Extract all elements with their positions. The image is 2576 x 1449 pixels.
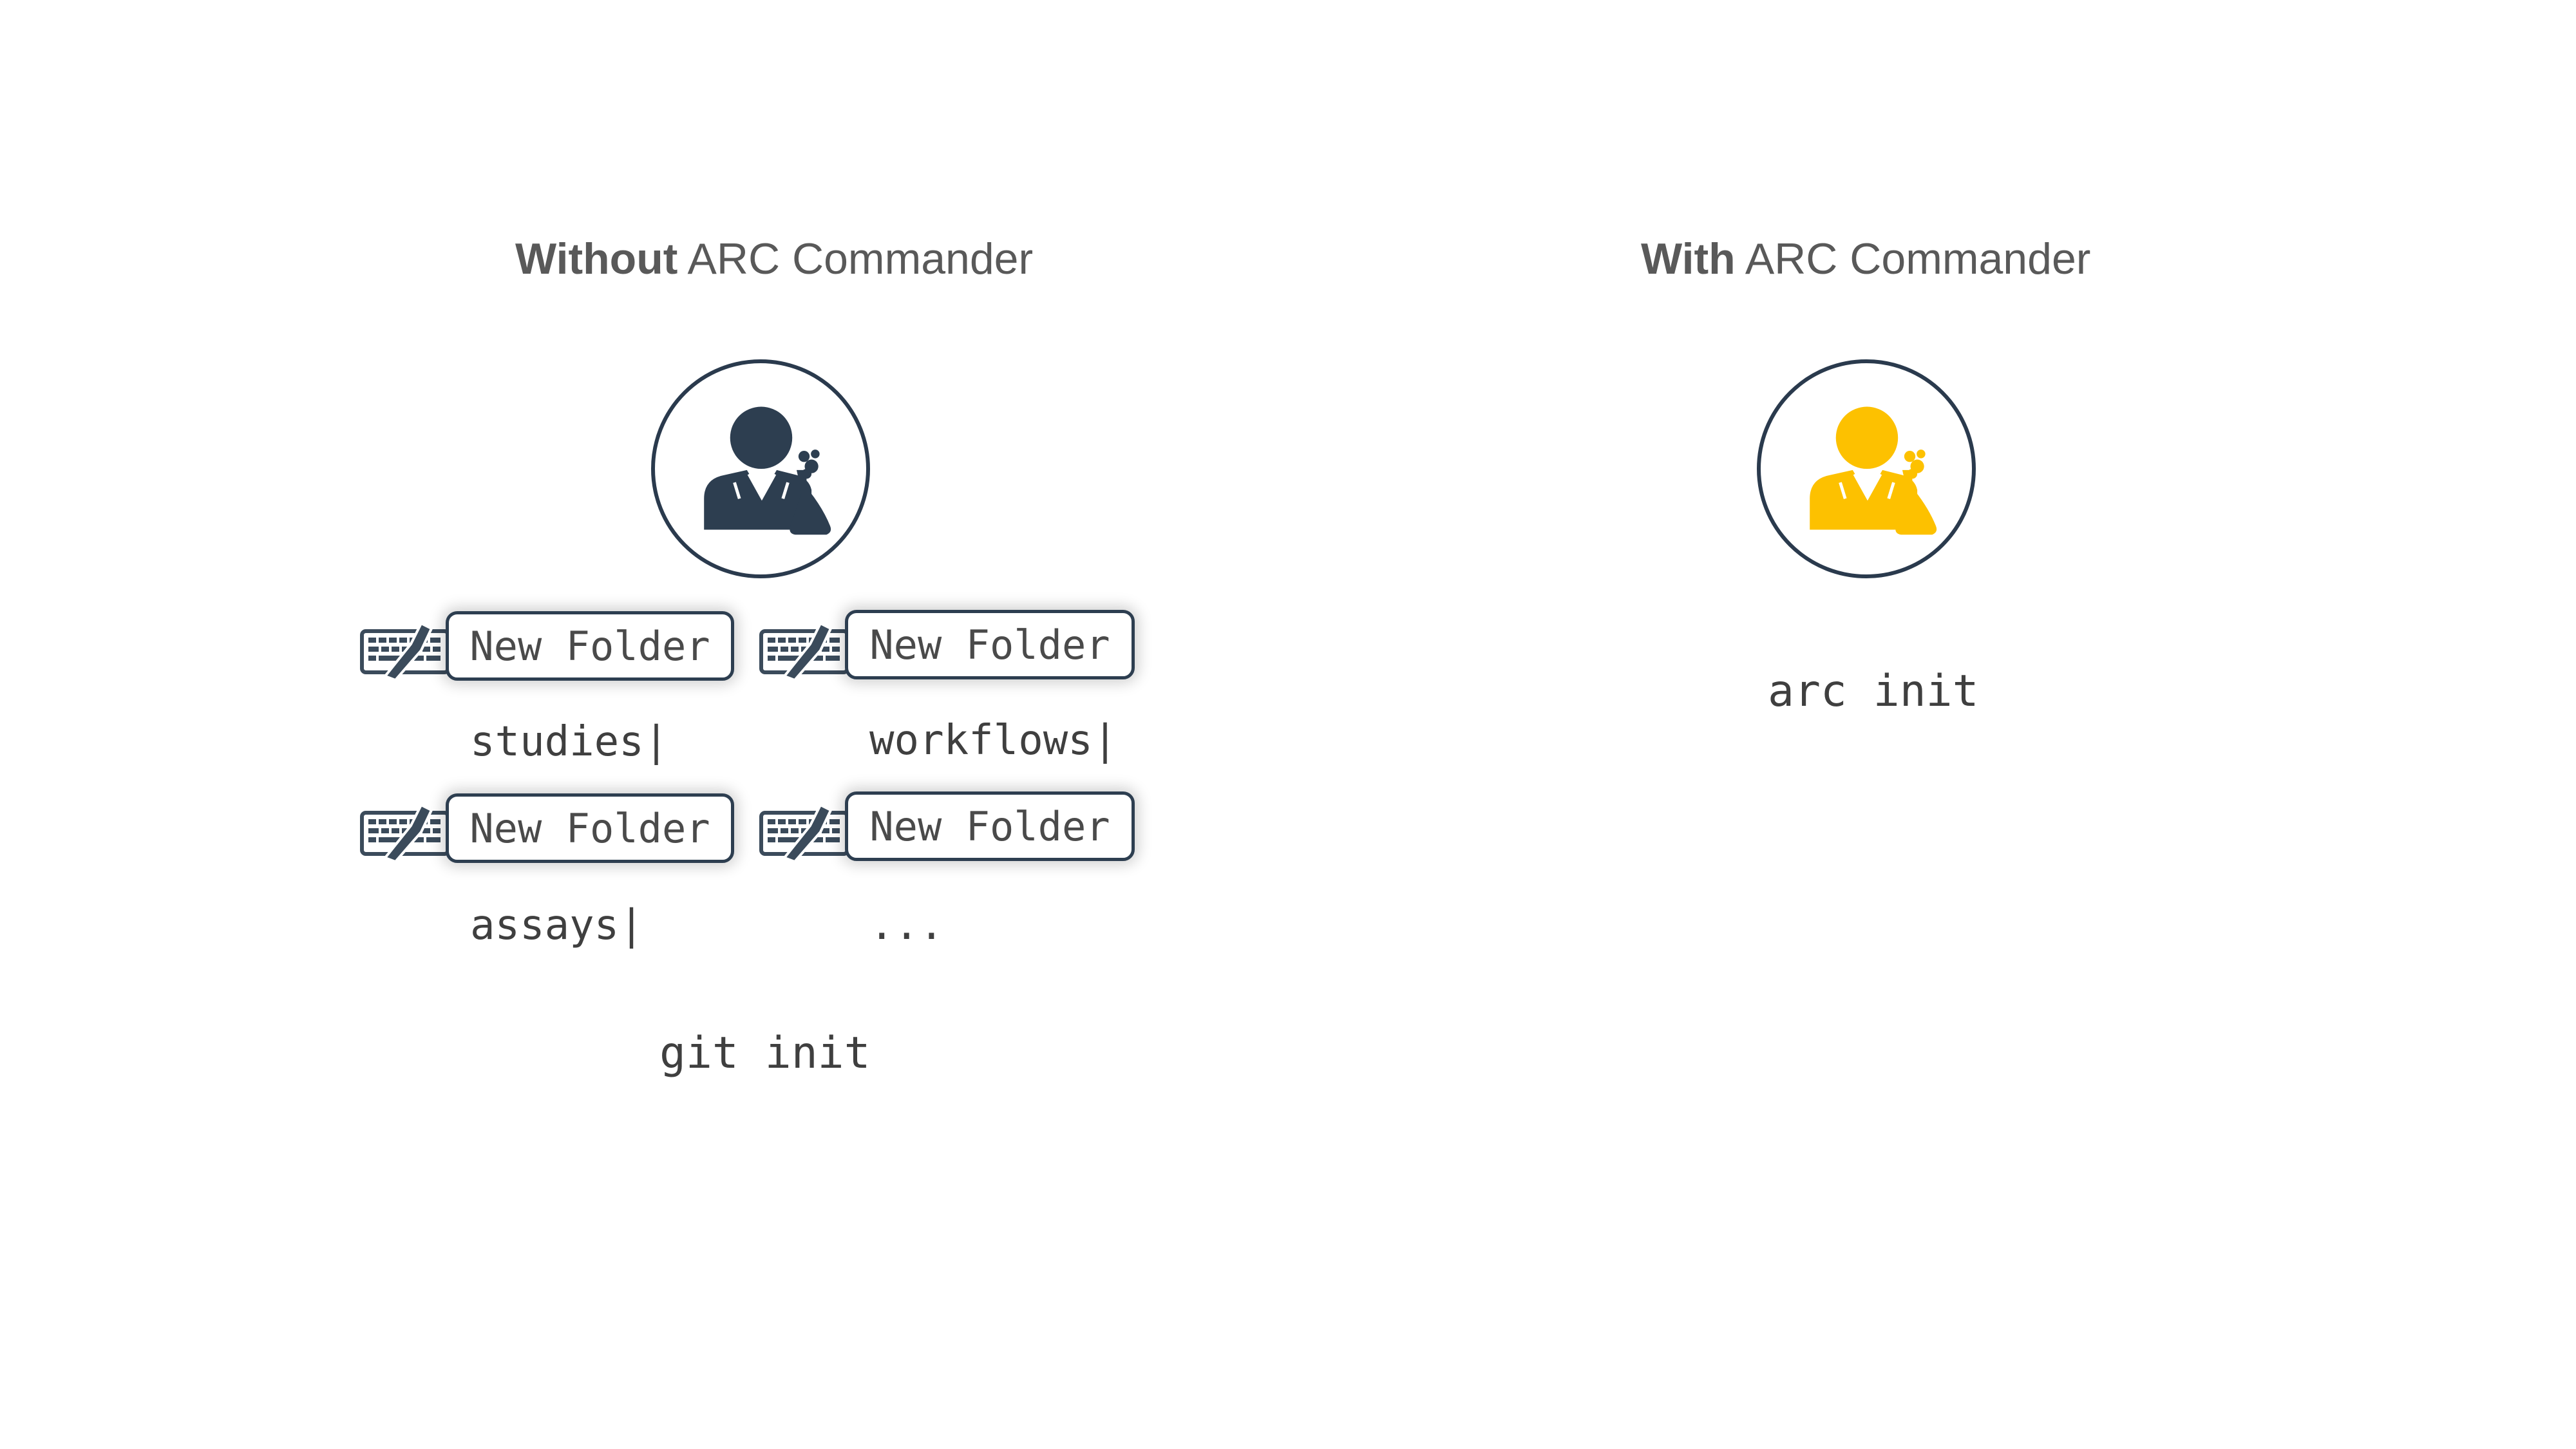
typed-folder-name: studies| [470, 718, 669, 766]
git-init-command: git init [659, 1028, 871, 1079]
keyboard-mouse-icon [759, 618, 850, 680]
scientist-with-flask-icon [704, 406, 831, 535]
right-heading: With ARC Commander [1641, 237, 2090, 281]
keyboard-mouse-icon [359, 618, 451, 680]
right-scientist-avatar [1757, 359, 1976, 578]
new-folder-button[interactable]: New Folder [446, 793, 734, 863]
new-folder-button[interactable]: New Folder [446, 611, 734, 681]
keyboard-mouse-icon [359, 800, 451, 862]
right-heading-bold: With [1641, 234, 1736, 283]
left-scientist-avatar [651, 359, 870, 578]
typed-folder-name: workflows| [869, 717, 1118, 764]
new-folder-button[interactable]: New Folder [845, 610, 1135, 679]
new-folder-button[interactable]: New Folder [845, 791, 1135, 861]
typed-folder-name: ... [869, 902, 944, 949]
left-heading-rest: ARC Commander [677, 234, 1034, 283]
arc-init-command: arc init [1768, 666, 1979, 717]
keyboard-mouse-icon [759, 800, 850, 862]
left-heading-bold: Without [515, 234, 678, 283]
typed-folder-name: assays| [470, 902, 644, 949]
scientist-with-flask-icon [1810, 406, 1937, 535]
left-heading: Without ARC Commander [515, 237, 1033, 281]
right-heading-rest: ARC Commander [1735, 234, 2091, 283]
